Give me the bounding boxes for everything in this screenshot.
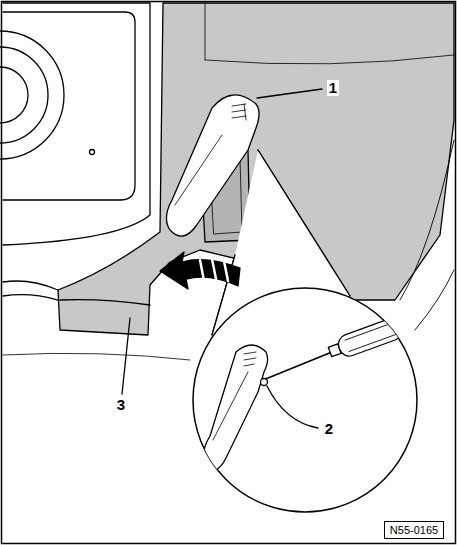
grip-ridge — [345, 323, 396, 351]
callout-number: 3 — [115, 397, 127, 414]
handle-symbol — [232, 104, 246, 120]
speaker — [0, 67, 28, 123]
detail-symbol — [244, 352, 256, 366]
speaker-ring — [0, 47, 48, 143]
door-seal — [400, 140, 454, 330]
figure-code: N55-0165 — [384, 521, 444, 539]
detail-view — [204, 316, 405, 470]
callout-number: 2 — [323, 421, 335, 438]
detail-handle — [204, 345, 268, 470]
leader-line — [122, 318, 130, 394]
handle-contour — [175, 135, 222, 205]
door-panel — [3, 12, 135, 200]
detail-handle-contour — [213, 372, 248, 440]
door-frame — [3, 3, 150, 245]
retaining-clip — [261, 379, 268, 386]
panel-edge — [60, 300, 150, 305]
screwdriver — [326, 316, 405, 363]
speaker-grille — [0, 31, 64, 159]
leader-line — [257, 89, 322, 98]
arrow-stripes — [200, 259, 228, 281]
detail-circle — [193, 288, 417, 512]
panel-crease — [205, 3, 454, 64]
screwdriver-grip — [336, 316, 406, 359]
callout-number: 1 — [327, 80, 339, 97]
movement-arrow — [160, 252, 240, 289]
screw — [90, 150, 95, 155]
screwdriver-shaft — [262, 352, 332, 380]
door-interior — [0, 3, 454, 512]
door-sill — [3, 281, 58, 300]
floor-edge — [3, 353, 190, 360]
leader-line — [267, 386, 318, 428]
trim-panel — [58, 3, 454, 335]
